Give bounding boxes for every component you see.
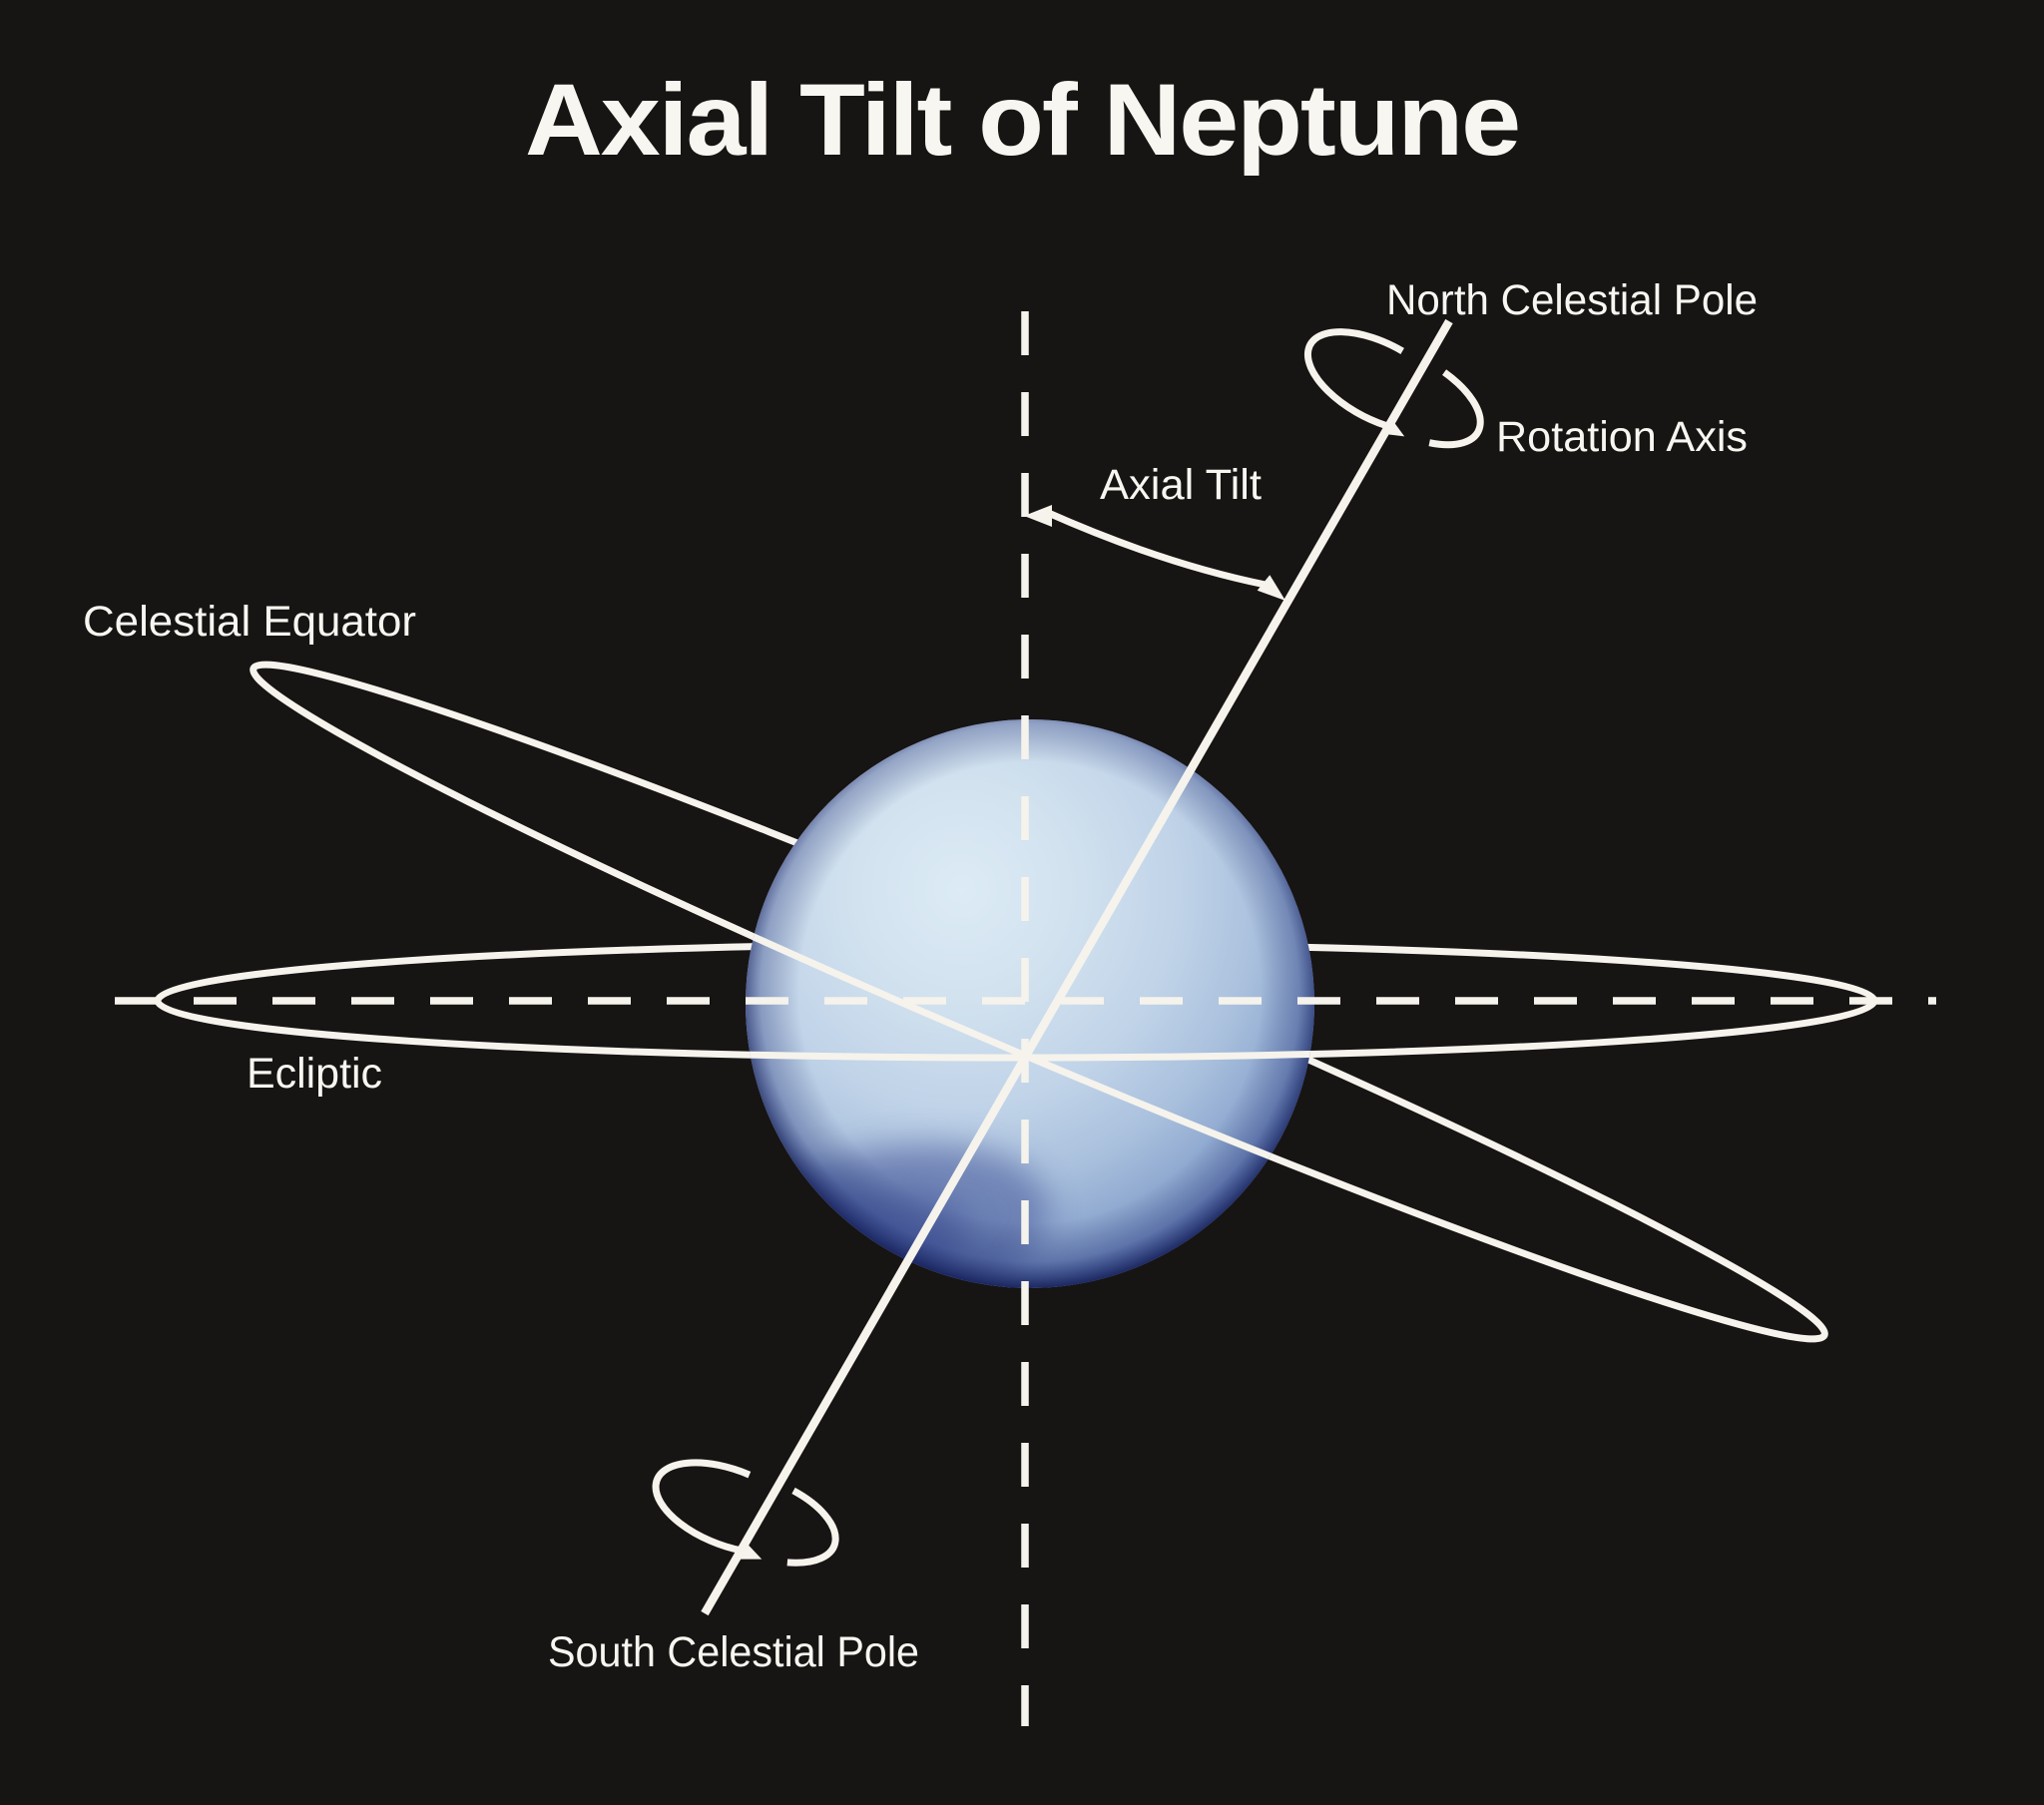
diagram-title: Axial Tilt of Neptune: [525, 63, 1519, 177]
label-north-celestial-pole: North Celestial Pole: [1386, 276, 1758, 324]
label-rotation-axis: Rotation Axis: [1496, 413, 1748, 461]
equator-front-edge: [746, 719, 1314, 1288]
south-rotation-arrow-icon: [652, 1459, 839, 1567]
north-rotation-arrow-icon: [1303, 328, 1484, 449]
label-south-celestial-pole: South Celestial Pole: [548, 1628, 919, 1676]
rotation-axis-line: [701, 318, 1453, 1616]
ecliptic-front-edge: [746, 1000, 1314, 1062]
label-ecliptic: Ecliptic: [247, 1050, 382, 1098]
planet-limb-shading: [746, 719, 1314, 1288]
axial-tilt-arc-arrow-icon: [1024, 505, 1285, 601]
plane-front-edges: [746, 719, 1314, 1288]
label-axial-tilt: Axial Tilt: [1100, 461, 1262, 509]
label-celestial-equator: Celestial Equator: [83, 598, 416, 646]
